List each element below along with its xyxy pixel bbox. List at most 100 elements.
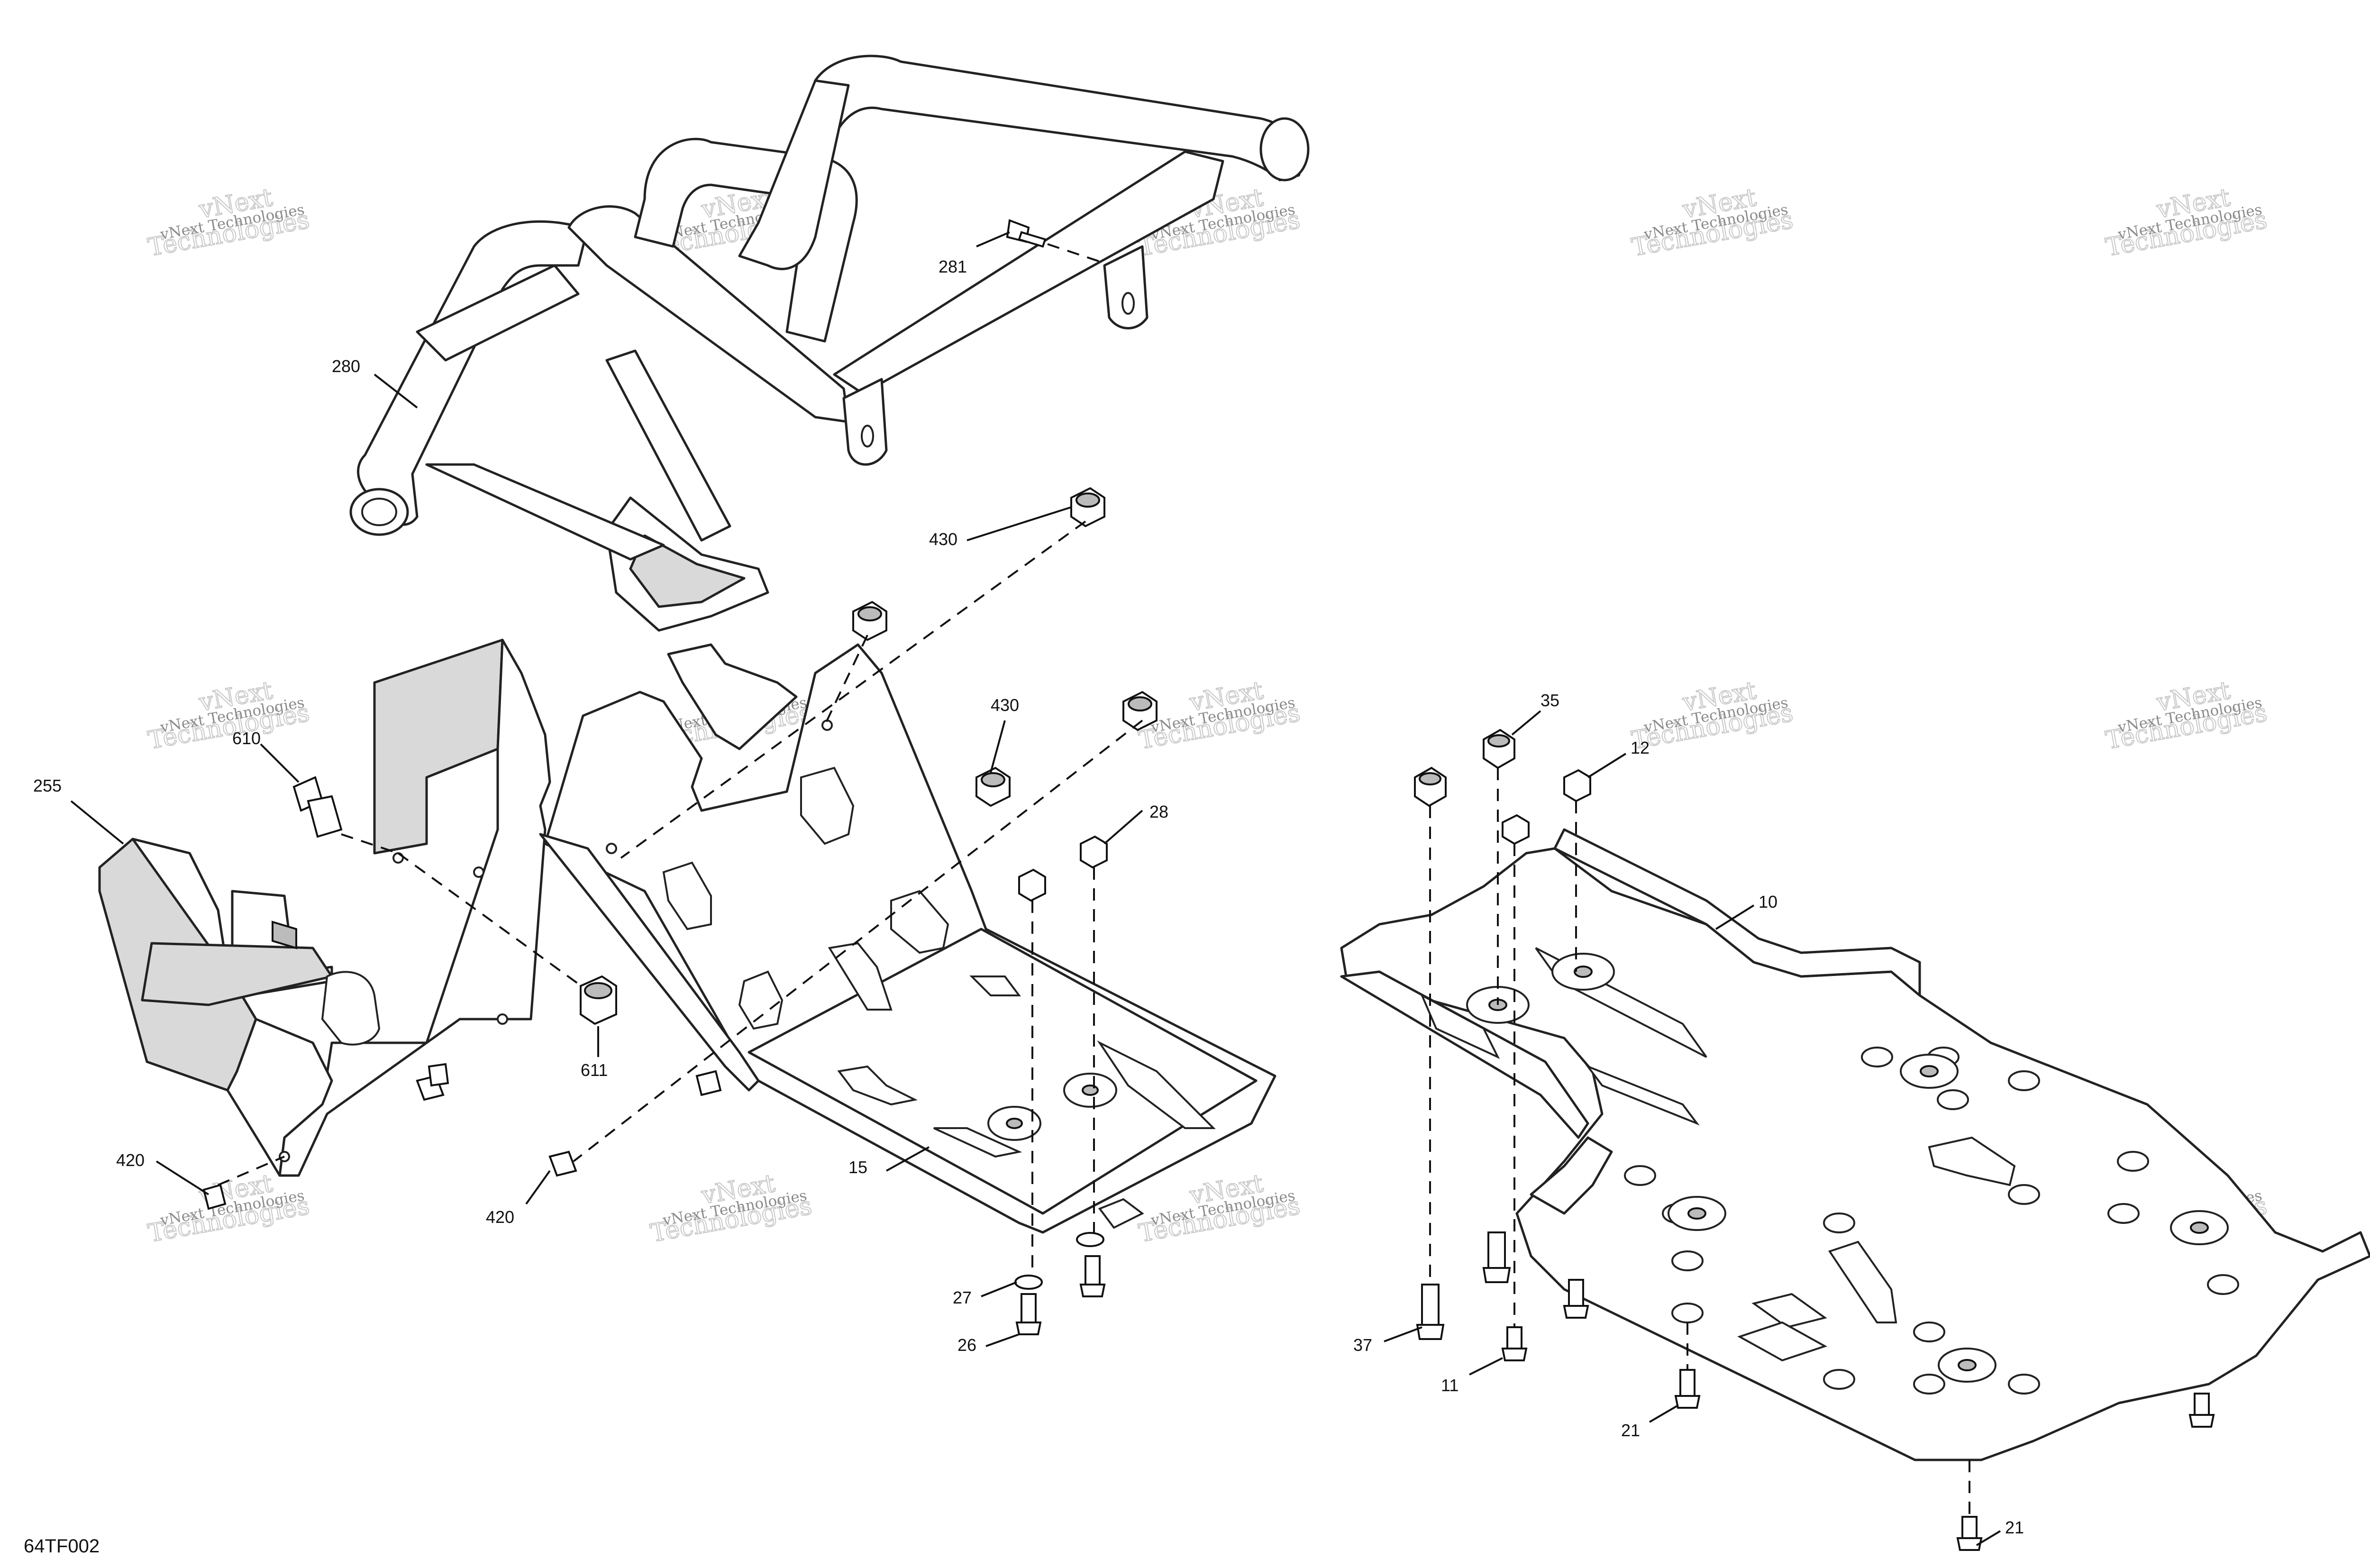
screw-head xyxy=(1501,1348,1528,1361)
central-plate-mount-hole xyxy=(1687,1207,1706,1220)
skid-plate-cutout xyxy=(933,1127,1022,1158)
bumper-brace xyxy=(605,349,731,542)
part-15-skid-plate xyxy=(539,643,1276,1234)
leader-27 xyxy=(981,1281,1017,1297)
nut-top xyxy=(584,982,612,999)
assembly-line xyxy=(397,852,589,992)
leader-21 xyxy=(1649,1404,1679,1423)
side-guard-panel xyxy=(278,638,551,1177)
part-26-screws xyxy=(1015,1255,1106,1335)
nut xyxy=(1018,868,1046,902)
skid-plate-cutout xyxy=(738,970,784,1030)
watermark: Technologies vNext vNext Technologies xyxy=(1136,1169,1303,1249)
screw-shank xyxy=(1679,1369,1695,1399)
side-guard-stud xyxy=(272,921,297,949)
part-420-screw-left xyxy=(202,1063,449,1210)
central-plate-hole xyxy=(1913,1322,1945,1342)
callout-281: 281 xyxy=(939,257,967,276)
nut xyxy=(1502,814,1530,845)
bumper-tube-side xyxy=(833,150,1224,395)
side-guard-inner-face xyxy=(373,638,504,855)
skid-plate-cutout xyxy=(890,890,949,954)
part-37-screws xyxy=(1416,1231,1589,1340)
side-guard-hole xyxy=(497,1013,508,1025)
part-27-washer xyxy=(1014,1232,1104,1290)
watermark: Technologies vNext vNext Technologies xyxy=(2103,676,2270,756)
assembly-line xyxy=(1047,243,1105,264)
part-11-screw xyxy=(1501,1326,1528,1361)
leader-12 xyxy=(1587,753,1627,778)
part-28-nuts xyxy=(1018,835,1108,1280)
bumper-tab xyxy=(842,378,888,466)
screw-shank xyxy=(1487,1231,1506,1271)
central-plate-hole xyxy=(1624,1165,1656,1186)
callout-28: 28 xyxy=(1149,802,1168,821)
bumper-tube-rear-left xyxy=(357,220,589,526)
screw-head xyxy=(1015,1322,1042,1335)
central-plate-cutout xyxy=(1751,1293,1827,1329)
screw-shank xyxy=(1421,1284,1440,1328)
screw-shank xyxy=(1085,1255,1101,1288)
nut-top xyxy=(981,772,1005,787)
callout-27: 27 xyxy=(953,1288,972,1307)
callout-37: 37 xyxy=(1353,1335,1372,1355)
central-plate-mount-hole xyxy=(1574,966,1593,978)
assembly-line xyxy=(620,520,1086,859)
part-12-nut xyxy=(1563,769,1591,972)
callout-21: 21 xyxy=(2005,1518,2024,1537)
bumper-tube-lower xyxy=(416,264,580,362)
side-guard-hole xyxy=(473,866,484,878)
central-plate-hole xyxy=(1671,1250,1704,1271)
leader-280 xyxy=(374,374,418,409)
bumper-mount-face xyxy=(629,534,746,608)
skid-plate-cutout xyxy=(662,861,712,930)
screw-shank xyxy=(1568,1279,1584,1309)
central-plate-hole xyxy=(2008,1374,2040,1395)
bumper-tube-end xyxy=(1259,117,1310,182)
assembly-line xyxy=(573,720,1143,1162)
side-guard-cutout xyxy=(321,971,381,1046)
skid-plate-screw xyxy=(695,1070,722,1096)
screw-head xyxy=(1416,1324,1445,1340)
central-plate-flange xyxy=(1553,828,1921,997)
part-430-nuts xyxy=(548,487,1158,1177)
assembly-line xyxy=(824,635,868,726)
bumper-tube-down xyxy=(738,79,850,270)
screw-shank xyxy=(1018,231,1047,248)
skid-plate-hole xyxy=(606,843,617,854)
central-plate-body xyxy=(1340,847,2370,1461)
callout-26: 26 xyxy=(957,1335,976,1355)
part-611-nut xyxy=(580,975,617,1025)
washer xyxy=(1076,1232,1104,1247)
leader-610 xyxy=(260,743,300,783)
skid-plate-cutout xyxy=(837,1065,918,1106)
bumper-tab-hole xyxy=(861,425,874,447)
central-plate-cutout xyxy=(1737,1321,1827,1362)
part-35-nuts xyxy=(1414,729,1530,1327)
side-guard-front-face xyxy=(131,838,333,1177)
callout-611: 611 xyxy=(581,1060,608,1080)
callout-420: 420 xyxy=(116,1150,145,1170)
skid-plate-mount-hole xyxy=(1082,1085,1099,1096)
part-610-screw xyxy=(292,776,589,992)
assembly-line xyxy=(341,833,399,854)
callout-15: 15 xyxy=(848,1158,867,1177)
callout-430: 430 xyxy=(991,695,1019,715)
central-plate-cutout xyxy=(1828,1240,1897,1323)
central-plate-mount-hole xyxy=(1920,1065,1939,1077)
central-plate-hole xyxy=(1823,1369,1855,1390)
screw-head xyxy=(1674,1395,1701,1409)
bumper-tube-upper-bar xyxy=(814,55,1304,182)
screw-head xyxy=(548,1150,577,1177)
nut-top xyxy=(1128,696,1152,711)
skid-plate-cutout xyxy=(1097,1040,1216,1129)
part-280-bumper xyxy=(349,55,1310,632)
leader-420 xyxy=(525,1170,551,1205)
central-plate-mount-hole xyxy=(2190,1222,2209,1234)
skid-plate-cutout xyxy=(800,766,855,845)
central-plate-slot xyxy=(1585,1064,1700,1126)
screw-shank xyxy=(1506,1326,1522,1352)
central-plate-hole xyxy=(1861,1047,1893,1067)
bumper-tube-opening xyxy=(361,498,397,526)
